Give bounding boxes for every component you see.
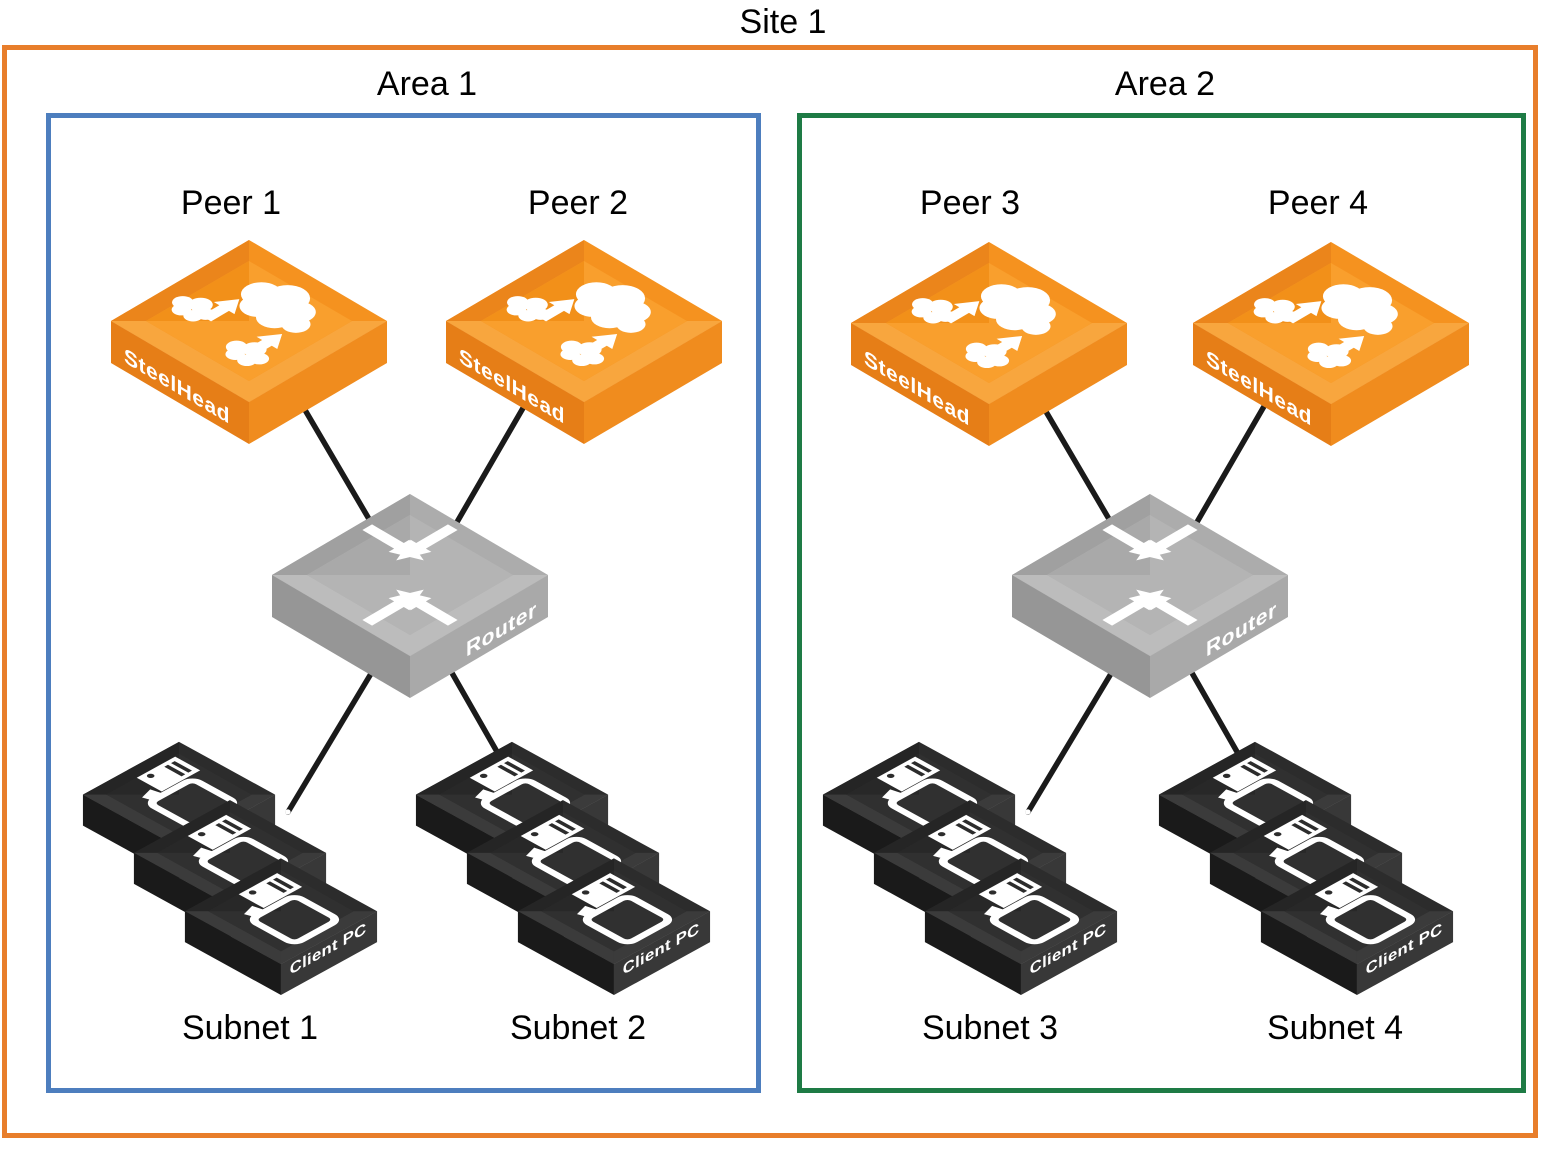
site-frame	[2, 45, 1538, 1138]
area-2-frame	[797, 113, 1526, 1093]
wire-router1-subnet1	[285, 649, 387, 815]
subnet-1-clientpc-stack: Client PC	[82, 741, 378, 996]
screw-dot	[336, 867, 342, 873]
peer-1-label: Peer 1	[180, 184, 282, 222]
subnet-2-clientpc-stack: Client PC	[415, 741, 711, 996]
peer-4-steelhead-icon: SteelHead	[1193, 242, 1469, 446]
peer-2-label: Peer 2	[527, 184, 629, 222]
screw-dot	[1412, 867, 1418, 873]
subnet-4-clientpc-stack: Client PC	[1158, 741, 1454, 996]
subnet-3-label: Subnet 3	[921, 1009, 1059, 1047]
area-1-frame	[46, 113, 761, 1093]
area-1-label: Area 1	[376, 65, 478, 103]
peer-1-steelhead-icon: SteelHead	[111, 240, 387, 444]
subnet-3-clientpc-stack: Client PC	[822, 741, 1118, 996]
wire-router2-subnet3	[1025, 649, 1127, 815]
screw-dot	[1361, 809, 1367, 815]
peer-3-label: Peer 3	[919, 184, 1021, 222]
screw-dot	[1025, 809, 1031, 815]
screw-dot	[285, 809, 291, 815]
router-1-icon: Router	[272, 494, 548, 698]
peer-2-steelhead-icon: SteelHead	[446, 240, 722, 444]
subnet-1-label: Subnet 1	[181, 1009, 319, 1047]
subnet-2-label: Subnet 2	[509, 1009, 647, 1047]
router-2-icon: Router	[1012, 494, 1288, 698]
area-2-label: Area 2	[1114, 65, 1216, 103]
screw-dot	[669, 867, 675, 873]
peer-3-steelhead-icon: SteelHead	[851, 242, 1127, 446]
site-title: Site 1	[739, 3, 827, 41]
screw-dot	[1076, 867, 1082, 873]
subnet-4-label: Subnet 4	[1266, 1009, 1404, 1047]
peer-4-label: Peer 4	[1267, 184, 1369, 222]
screw-dot	[618, 809, 624, 815]
